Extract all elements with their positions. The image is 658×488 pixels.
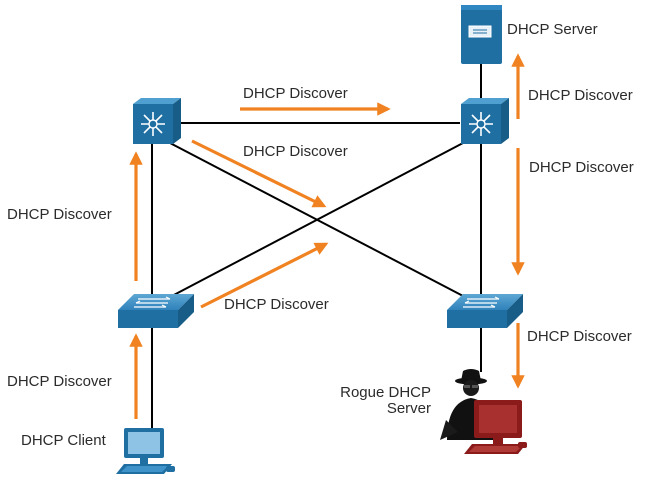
message-label-core-left-cross: DHCP Discover [243, 143, 348, 160]
dhcp-server-label: DHCP Server [507, 21, 598, 38]
message-label-core-right-server: DHCP Discover [528, 87, 633, 104]
rogue-server-icon [440, 369, 527, 454]
message-label-access-right-rogue: DHCP Discover [527, 328, 632, 345]
access-switch-left-icon [118, 294, 194, 328]
dhcp-client-label: DHCP Client [21, 432, 107, 449]
core-switch-left-icon [133, 98, 181, 144]
core-switch-right-icon [461, 98, 509, 144]
discover-arrows [129, 53, 525, 419]
access-switch-right-icon [447, 294, 523, 328]
message-label-client-access: DHCP Discover [7, 373, 112, 390]
link-core-right-access-left [169, 142, 464, 298]
rogue-server-label-line1: Rogue DHCP [340, 384, 431, 401]
dhcp-server-icon [461, 5, 502, 64]
network-links [151, 64, 482, 430]
message-label-core-right-access: DHCP Discover [529, 159, 634, 176]
client-pc-icon [116, 428, 175, 474]
message-label-access-left-core: DHCP Discover [7, 206, 112, 223]
arrow-access-left-to-cross [200, 242, 329, 309]
rogue-server-label-line2: Server [387, 400, 431, 417]
arrow-core-left-to-cross [191, 139, 327, 208]
message-label-access-left-cross: DHCP Discover [224, 296, 329, 313]
message-label-core-to-core: DHCP Discover [243, 85, 348, 102]
